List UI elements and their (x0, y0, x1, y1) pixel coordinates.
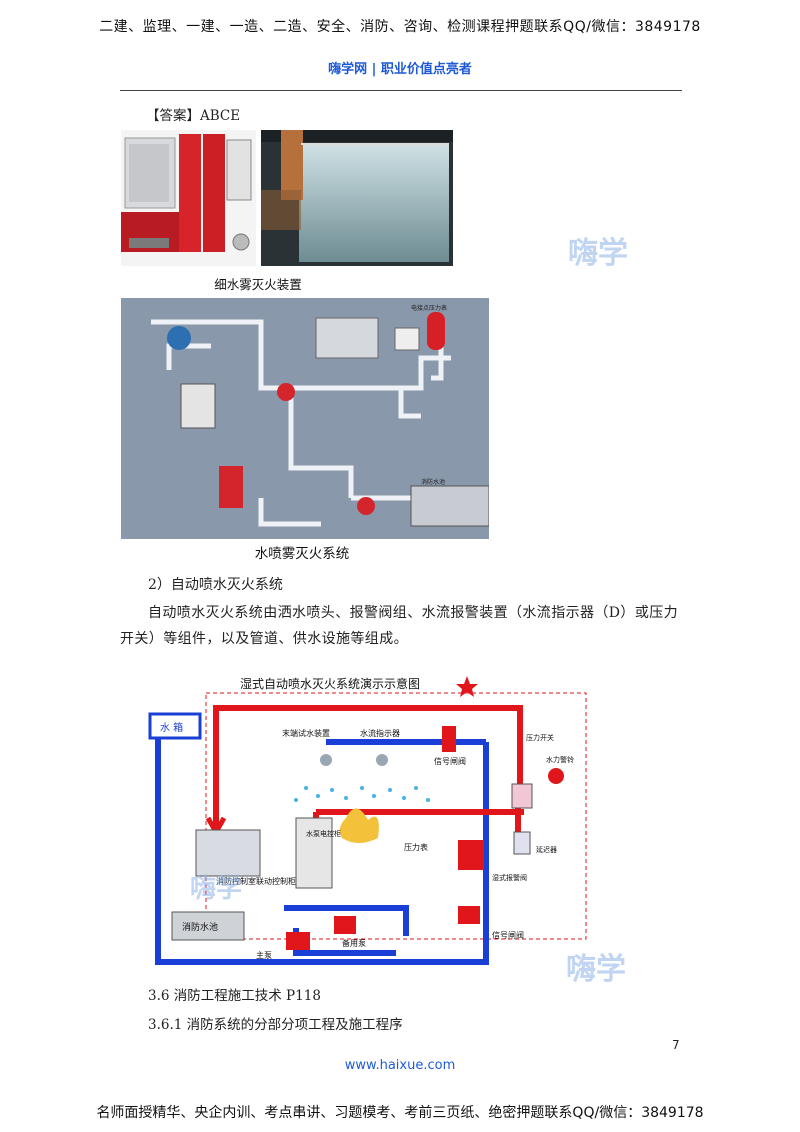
label-end-test: 末端试水装置 (282, 728, 330, 738)
spray-system-diagram: 电接点压力表 消防水池 (121, 298, 490, 539)
sprinkler-diagram-image: 湿式自动喷水灭火系统演示示意图 水 箱 末端试水装置 水流指示器 信号闸阀 (148, 676, 587, 965)
label-signal-valve-bottom: 信号闸阀 (492, 930, 524, 940)
label-tank: 水 箱 (160, 721, 183, 734)
heading-3-6: 3.6 消防工程施工技术 P118 (148, 988, 321, 1004)
header-promo: 二建、监理、一建、一造、二造、安全、消防、咨询、检测课程押题联系QQ/微信：38… (99, 19, 701, 35)
spray-label-reservoir: 消防水池 (421, 478, 445, 486)
spray-system-image: 电接点压力表 消防水池 (121, 298, 490, 539)
mist-device-caption: 细水雾灭火装置 (214, 277, 302, 292)
heading-3-6-1: 3.6.1 消防系统的分部分项工程及施工程序 (148, 1017, 403, 1033)
mist-spray-photo (261, 130, 453, 266)
label-reservoir: 消防水池 (182, 921, 218, 933)
label-standby-pump: 备用泵 (342, 938, 366, 948)
sprinkler-diagram: 湿式自动喷水灭火系统演示示意图 水 箱 末端试水装置 水流指示器 信号闸阀 (146, 668, 594, 970)
mist-spray-image (261, 130, 453, 266)
label-main-pump: 主泵 (256, 950, 272, 960)
label-signal-valve-top: 信号闸阀 (434, 756, 466, 766)
label-alarm-valve: 湿式报警阀 (492, 873, 527, 882)
spray-system-caption: 水喷雾灭火系统 (254, 546, 350, 562)
spray-label-gauge: 电接点压力表 (411, 304, 447, 312)
footer-url[interactable]: www.haixue.com (344, 1058, 456, 1073)
watermark-1: 嗨学 (568, 236, 628, 271)
page-number: 7 (672, 1038, 680, 1052)
label-bell: 水力警铃 (546, 755, 574, 764)
label-pump-cabinet: 水泵电控柜 (306, 829, 341, 838)
section-paragraph: 自动喷水灭火系统由洒水喷头、报警阀组、水流报警装置（水流指示器（D）或压力开关）… (120, 605, 679, 647)
star-icon (456, 676, 478, 697)
watermark-3: 嗨学 (566, 952, 626, 987)
mist-device-image (121, 130, 256, 266)
header-brand: 嗨学网 | 职业价值点亮者 (328, 62, 472, 77)
answer-label: 【答案】ABCE (146, 108, 241, 124)
label-gauge: 压力表 (404, 842, 428, 852)
footer-promo: 名师面授精华、央企内训、考点串讲、习题模考、考前三页纸、绝密押题联系QQ/微信：… (96, 1105, 704, 1121)
item-heading: 2）自动喷水灭火系统 (148, 577, 283, 593)
label-control-room: 消防控制室联动控制柜 (216, 876, 296, 886)
header-divider (120, 90, 682, 91)
watermark-2: 嗨学 (190, 874, 243, 904)
sprinkler-title: 湿式自动喷水灭火系统演示示意图 (240, 676, 420, 691)
label-pressure-switch: 压力开关 (526, 733, 554, 742)
mist-device-photo (121, 130, 256, 266)
label-delayer: 延迟器 (536, 845, 557, 854)
label-flow-indicator: 水流指示器 (360, 728, 400, 738)
